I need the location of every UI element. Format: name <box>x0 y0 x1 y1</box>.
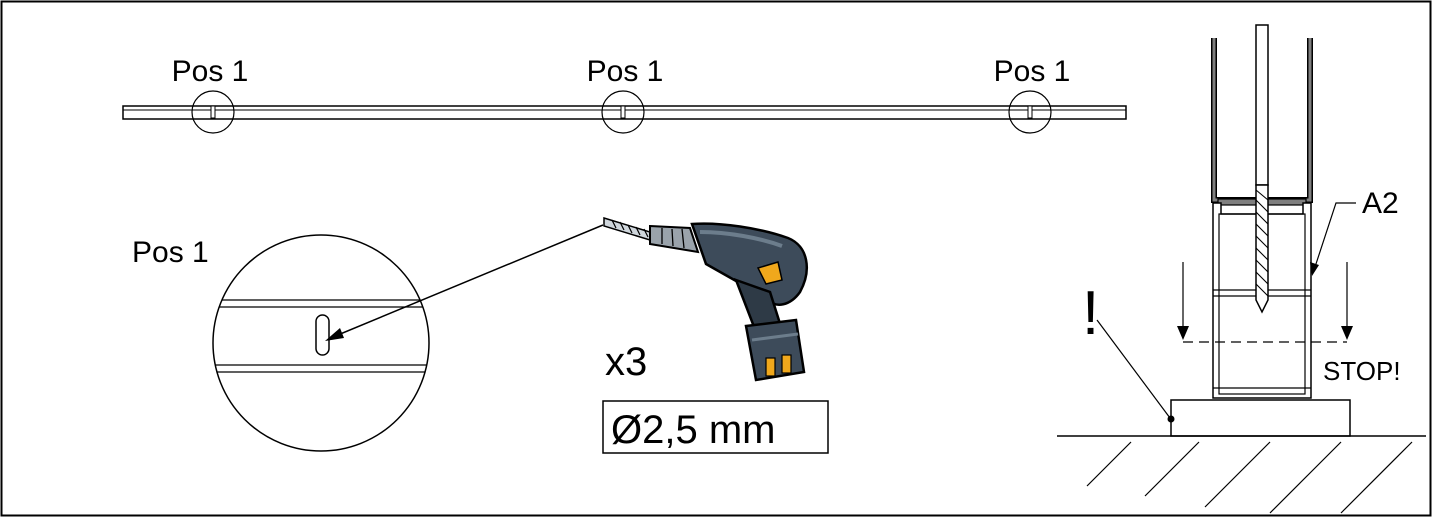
hole-marker-left <box>191 90 235 134</box>
warning-mark: ! <box>1082 279 1099 348</box>
hole-marker-middle <box>601 90 645 134</box>
base-plate <box>1170 399 1351 437</box>
slot-hole <box>315 314 330 356</box>
hole-detail: Pos 1 <box>132 234 430 452</box>
drill-size-box <box>602 400 829 454</box>
pos-label-right: Pos 1 <box>994 55 1071 88</box>
pos-label-detail: Pos 1 <box>132 236 209 269</box>
pos-label-left: Pos 1 <box>172 55 249 88</box>
hole-marker-right <box>1008 90 1052 134</box>
leader-arrowhead <box>325 328 344 341</box>
drill-leader-line <box>332 224 604 338</box>
section-view: A2 STOP! ! <box>1057 24 1426 514</box>
stop-label: STOP! <box>1323 356 1401 386</box>
rail-overview: Pos 1 Pos 1 Pos 1 <box>122 55 1127 134</box>
drill-size-label: Ø2,5 mm <box>611 408 775 452</box>
drill-icon <box>603 216 808 382</box>
pos-label-middle: Pos 1 <box>587 55 664 88</box>
part-label-a2: A2 <box>1362 187 1399 220</box>
ground-hatching <box>1086 441 1413 514</box>
quantity-label: x3 <box>605 340 647 384</box>
drill-bit <box>1255 24 1269 186</box>
